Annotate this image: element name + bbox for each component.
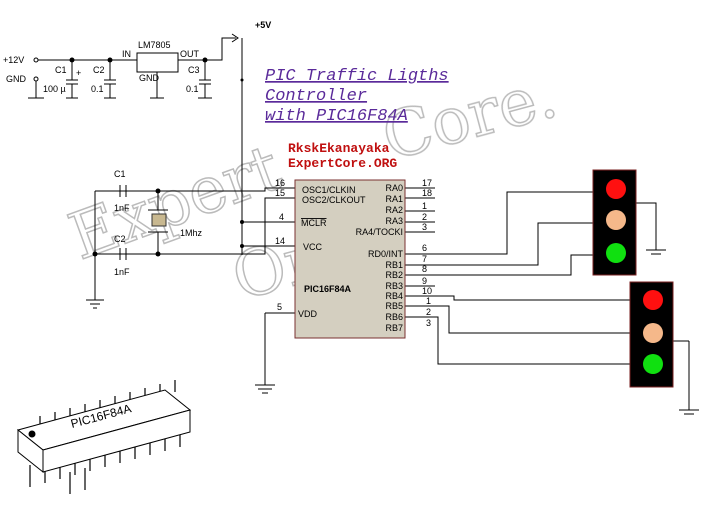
red-lamp [643,290,663,310]
label-c3-value: 0.1 [186,84,199,94]
label-in: IN [122,49,131,59]
crystal [151,213,167,227]
svg-text:MCLR: MCLR [301,218,327,228]
svg-text:RD0/INT: RD0/INT [368,249,404,259]
svg-text:3: 3 [426,318,431,328]
svg-text:6: 6 [422,243,427,253]
chip-name: PIC16F84A [304,284,352,294]
pic-chip [294,179,406,339]
label-c1-plus: + [76,68,81,78]
label-osc-c2-value: 1nF [114,267,130,277]
label-osc-c1: C1 [114,169,126,179]
svg-text:3: 3 [422,222,427,232]
svg-text:2: 2 [422,212,427,222]
label-lm7805: LM7805 [138,40,171,50]
svg-text:2: 2 [426,307,431,317]
label-c2-value: 0.1 [91,84,104,94]
green-lamp [606,243,626,263]
amber-lamp [643,323,663,343]
label-c3: C3 [188,65,200,75]
green-lamp [643,354,663,374]
title-line-2: Controller [265,87,367,106]
svg-text:4: 4 [279,212,284,222]
junction-dots [69,57,244,257]
svg-text:RB3: RB3 [385,281,403,291]
svg-text:7: 7 [422,254,427,264]
svg-text:RB2: RB2 [385,270,403,280]
svg-text:17: 17 [422,178,432,188]
svg-text:VDD: VDD [298,309,318,319]
label-5v: +5V [255,20,271,30]
svg-text:RB4: RB4 [385,291,403,301]
svg-text:5: 5 [277,302,282,312]
lm7805-regulator [136,52,179,73]
svg-text:RA3: RA3 [385,216,403,226]
svg-text:18: 18 [422,188,432,198]
svg-text:RB6: RB6 [385,312,403,322]
label-reg-gnd: GND [139,73,160,83]
svg-text:RB7: RB7 [385,323,403,333]
svg-text:1: 1 [422,201,427,211]
label-12v: +12V [3,55,24,65]
svg-text:VCC: VCC [303,242,323,252]
author-name: RkskEkanayaka [288,141,390,156]
title-line-1: PIC Traffic Ligths [265,67,449,86]
svg-text:9: 9 [422,276,427,286]
label-gnd: GND [6,74,27,84]
svg-text:14: 14 [275,236,285,246]
amber-lamp [606,210,626,230]
label-c1: C1 [55,65,67,75]
title-line-3: with PIC16F84A [265,107,408,126]
label-crystal: 1Mhz [180,228,203,238]
red-lamp [606,179,626,199]
svg-text:16: 16 [275,178,285,188]
svg-text:8: 8 [422,264,427,274]
label-c1-value: 100 µ [43,84,66,94]
svg-text:RB5: RB5 [385,301,403,311]
chip-right-pins: RA0 RA1 RA2 RA3 RA4/TOCKI RD0/INT RB1 RB… [356,178,432,333]
svg-text:RA1: RA1 [385,194,403,204]
label-osc-c2: C2 [114,234,126,244]
svg-text:10: 10 [422,286,432,296]
label-out: OUT [180,49,200,59]
svg-text:RB1: RB1 [385,260,403,270]
label-osc-c1-value: 1nF [114,203,130,213]
svg-text:OSC2/CLKOUT: OSC2/CLKOUT [302,195,366,205]
wires [28,33,699,415]
author-site: ExpertCore.ORG [288,156,397,171]
ic-package-drawing: PIC16F84A [16,380,192,494]
svg-text:RA4/TOCKI: RA4/TOCKI [356,227,403,237]
label-c2: C2 [93,65,105,75]
svg-text:RA2: RA2 [385,205,403,215]
svg-text:15: 15 [275,188,285,198]
svg-text:1: 1 [426,296,431,306]
traffic-light-2 [629,281,674,388]
svg-text:RA0: RA0 [385,183,403,193]
traffic-light-1 [592,169,637,276]
svg-text:OSC1/CLKIN: OSC1/CLKIN [302,185,356,195]
